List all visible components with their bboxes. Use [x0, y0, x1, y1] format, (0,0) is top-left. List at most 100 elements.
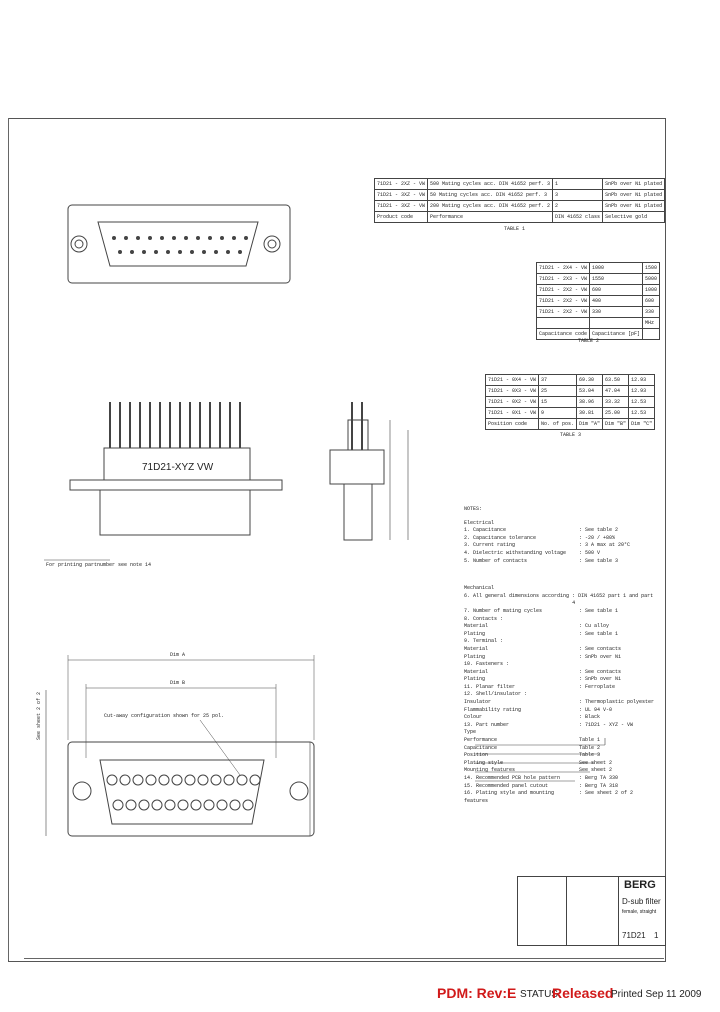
table-cell: 1000 [589, 262, 644, 274]
note-item: 8. Contacts : [464, 616, 654, 624]
table-cell: Position code [484, 418, 540, 430]
note-value: : UL 94 V-0 [579, 706, 613, 713]
note-label: Flammability rating [464, 706, 522, 713]
note-label: Capacitance [464, 744, 498, 751]
table-cell: Dim "B" [602, 418, 630, 430]
note-value: : Ferroplate [579, 683, 616, 690]
note-item: 5. Number of contacts: See table 3 [464, 558, 654, 566]
table-cell: 71D21 - 3XZ - VW [373, 200, 429, 212]
table-cell: 12.93 [628, 385, 656, 397]
part-marking: 71D21-XYZ VW [142, 462, 214, 473]
note-value: : Thermoplastic polyester [578, 699, 654, 706]
mounting-hole-left [70, 235, 88, 253]
note-value: : 71D21 - XYZ - VW [579, 721, 634, 728]
mechanical-list: 6. All general dimensions according: DIN… [464, 593, 654, 806]
table-cell [535, 317, 591, 329]
note-item: Colour: Black [464, 714, 654, 722]
title-block: BERG D-sub filter female, straight 71D21… [517, 876, 666, 946]
notes-title: NOTES: [464, 506, 483, 512]
table-cell [589, 317, 644, 329]
table-cell: Product code [373, 211, 429, 223]
table-cell: Performance [427, 211, 554, 223]
table-cell: 37 [538, 374, 578, 386]
dim-b-label: Dim B [170, 680, 186, 686]
table-cell: 12.53 [628, 396, 656, 408]
table-cell: MHz [642, 317, 661, 329]
table-cell: Selective gold [602, 211, 666, 223]
note-label: 16. Plating style and mounting features [464, 790, 555, 804]
table-cell: Capacitance code [535, 328, 591, 340]
note-value: : See table 3 [579, 557, 619, 564]
table-1-caption: TABLE 1 [504, 226, 526, 232]
note-item: 7. Number of mating cycles: See table 1 [464, 608, 654, 616]
table-cell: 71D21 - 2X2 - VW [535, 295, 591, 307]
note-item: Material: See contacts [464, 669, 654, 677]
end-view-shell [343, 483, 373, 541]
table-cell: SnPb over Ni plated [602, 189, 666, 201]
end-view-body [329, 449, 385, 485]
table-cell: 9 [538, 407, 578, 419]
note-label: 13. Part number [464, 721, 510, 728]
table-cell: 33.32 [602, 396, 630, 408]
note-label: Position [464, 752, 489, 759]
note-item: Material: See contacts [464, 646, 654, 654]
table-cell: 50 Mating cycles acc. DIN 41652 perf. 3 [427, 189, 554, 201]
note-value: : Cu alloy [579, 623, 610, 630]
note-item: Type [464, 729, 654, 737]
note-label: Insulator [464, 699, 492, 706]
mechanical-heading: Mechanical [464, 585, 495, 592]
note-value: : Black [579, 714, 601, 721]
notes-block: NOTES: Electrical 1. Capacitance: See ta… [464, 506, 654, 805]
printed-date: Printed Sep 11 2009 [611, 989, 702, 1000]
note-item: 3. Current rating: 3 A max at 20°C [464, 542, 654, 550]
note-value: : See table 2 [579, 527, 619, 534]
note-item: 13. Part number : 71D21 - XYZ - VW [464, 722, 654, 730]
note-label: 10. Fasteners : [464, 661, 510, 668]
note-value: : 500 V [579, 549, 601, 556]
table-cell: 38.96 [576, 396, 604, 408]
note-label: Type [464, 729, 477, 736]
table-cell: 71D21 - 0X4 - VW [484, 374, 540, 386]
dim-side-label: See sheet 2 of 2 [36, 691, 42, 740]
approval-columns [566, 877, 619, 945]
d-shell-front-view [99, 759, 265, 825]
shell-side-view [99, 489, 251, 536]
note-label: 7. Number of mating cycles [464, 607, 543, 614]
note-item: Plating: SnPb over Ni [464, 654, 654, 662]
flange-top-view [67, 204, 291, 284]
table-cell: 600 [642, 295, 661, 307]
table-cell: 1550 [589, 273, 644, 285]
table-cell: 2 [552, 200, 604, 212]
frame-bottom-edge [24, 958, 664, 959]
note-value: : SnPb over Ni [579, 676, 622, 683]
note-label: Material [464, 623, 489, 630]
note-value: Table 1 [579, 737, 601, 744]
table-row: MHz [535, 317, 661, 329]
table-cell: 71D21 - 2X2 - VW [535, 306, 591, 318]
note-value: : See table 1 [579, 630, 619, 637]
table-cell: Dim "C" [628, 418, 656, 430]
table-cell: No. of pos. [538, 418, 578, 430]
note-item: 1. Capacitance: See table 2 [464, 527, 654, 535]
note-label: Plating [464, 676, 486, 683]
note-label: 12. Shell/insulator : [464, 691, 528, 698]
table-cell: 71D21 - 0X3 - VW [484, 385, 540, 397]
flange-front-view [67, 741, 315, 837]
table-cell: 12.53 [628, 407, 656, 419]
note-item: Flammability rating : UL 94 V-0 [464, 707, 654, 715]
note-label: Plating style [464, 759, 504, 766]
table-cell: 71D21 - 0X2 - VW [484, 396, 540, 408]
table-cell: 500 Mating cycles acc. DIN 41652 perf. 3 [427, 178, 554, 190]
